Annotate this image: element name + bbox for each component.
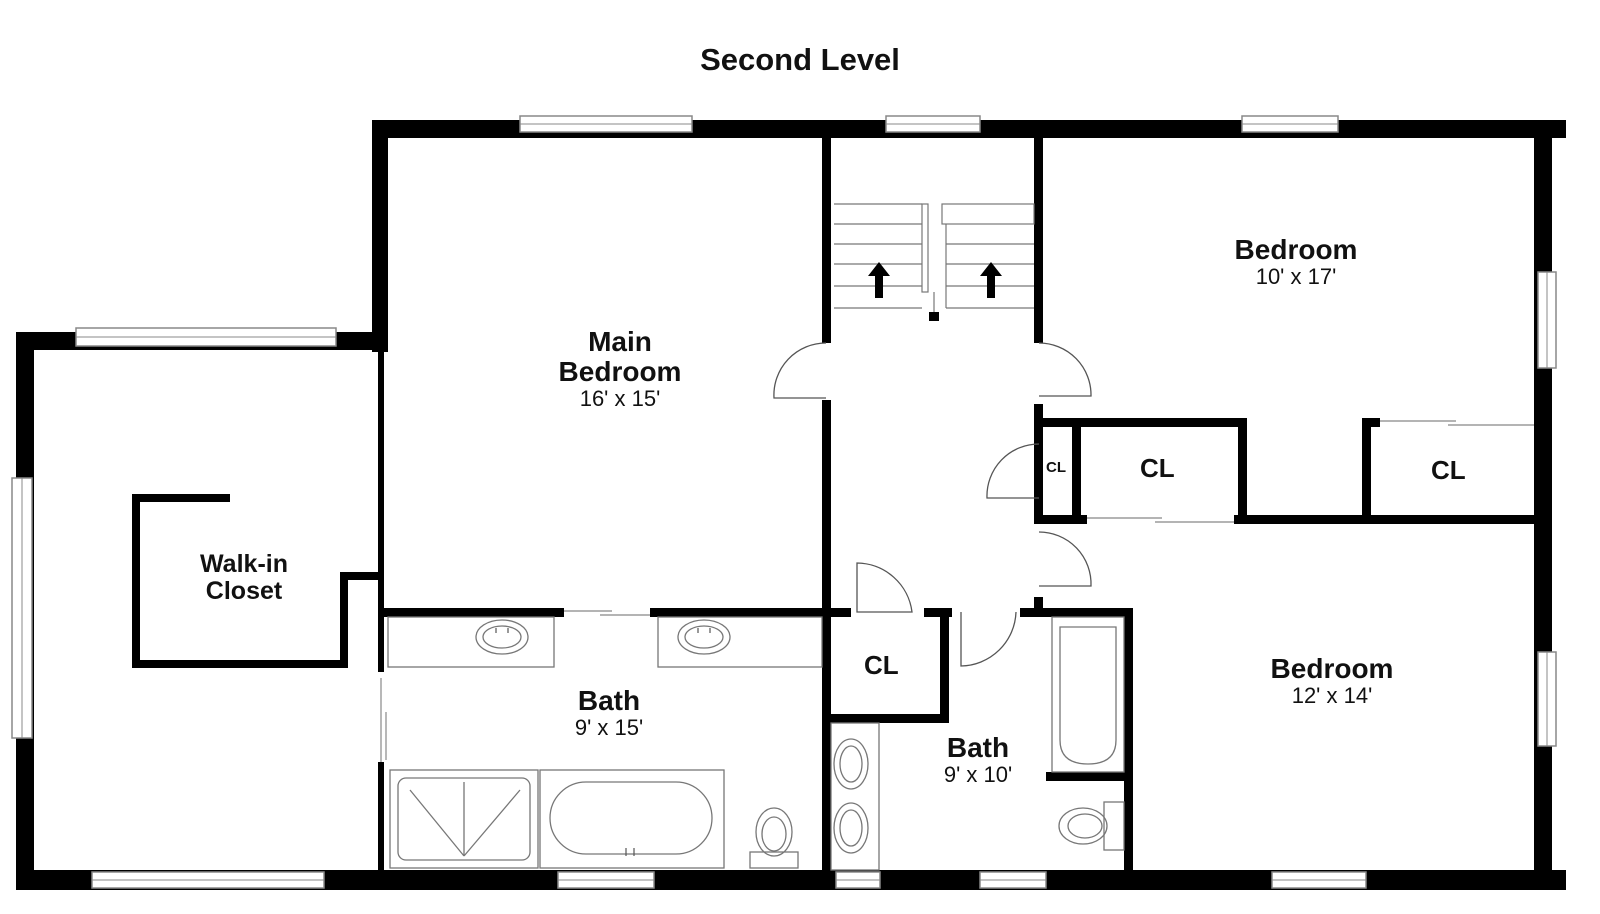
stair-up-arrow-icon <box>868 262 890 298</box>
wall-south <box>16 870 1566 890</box>
wall <box>650 608 830 617</box>
wall <box>1034 138 1043 343</box>
wall <box>1238 418 1247 524</box>
room-dimensions: 9' x 10' <box>943 762 1013 787</box>
room-label-walk-in-closet: Walk-in Closet <box>154 552 334 604</box>
room-label-bedroom: Bedroom 12' x 14' <box>1232 655 1432 707</box>
wall-east <box>1534 120 1552 890</box>
toilet-icon <box>1058 807 1108 845</box>
room-label-bath: Bath 9' x 15' <box>509 687 709 739</box>
closet-label: CL <box>1046 459 1066 476</box>
wall-divider-low <box>378 762 384 870</box>
room-dimensions: 9' x 15' <box>574 715 644 740</box>
wall <box>1043 515 1087 524</box>
room-label-bath: Bath 9' x 10' <box>878 734 1078 786</box>
wall <box>1034 418 1246 427</box>
newel-post <box>929 312 939 321</box>
room-name: Closet <box>205 577 283 605</box>
sink-icon <box>475 619 529 655</box>
room-label-bedroom: Bedroom 10' x 17' <box>1196 236 1396 288</box>
sink-icon <box>677 619 731 655</box>
wall-divider <box>378 352 384 672</box>
room-dimensions: 10' x 17' <box>1255 264 1337 289</box>
toilet-tank <box>1103 801 1125 851</box>
wall <box>1124 608 1133 878</box>
closet-wall <box>132 660 348 668</box>
room-dimensions: 16' x 15' <box>579 386 661 411</box>
wall <box>1020 608 1132 617</box>
wall <box>1034 404 1043 524</box>
wall <box>822 138 831 343</box>
closet-wall <box>132 494 140 668</box>
wall <box>1034 597 1043 611</box>
closet-label: CL <box>1431 455 1466 485</box>
wall <box>822 400 831 890</box>
room-name: Bedroom <box>558 356 682 387</box>
room-name: Bedroom <box>1234 234 1358 265</box>
wall-west-upper <box>372 120 388 352</box>
room-label-main-bedroom: Main Bedroom 16' x 15' <box>520 328 720 410</box>
sink-icon <box>833 802 869 854</box>
wall <box>1046 772 1124 781</box>
closet-wall <box>132 494 230 502</box>
wall <box>831 714 949 723</box>
wall <box>384 608 564 617</box>
room-name: Bedroom <box>1270 653 1394 684</box>
wall <box>1362 418 1380 427</box>
wall <box>1234 515 1534 524</box>
room-name: Bath <box>946 732 1010 763</box>
shower-icon <box>389 769 539 869</box>
vanity <box>387 616 555 668</box>
wall <box>940 608 949 722</box>
toilet-tank <box>749 851 799 869</box>
room-name: Main <box>588 326 652 357</box>
door-swing-icon <box>1038 342 1092 397</box>
vanity <box>830 722 880 871</box>
door-swing-icon <box>1038 531 1092 587</box>
closet-wall <box>340 572 348 668</box>
bathtub-icon <box>1051 616 1125 773</box>
wall <box>1362 418 1371 524</box>
wall <box>1072 418 1081 524</box>
bathtub-icon <box>539 769 725 869</box>
toilet-icon <box>755 807 793 857</box>
door-swing-icon <box>960 611 1017 667</box>
stair-up-arrow-icon <box>980 262 1002 298</box>
door-swing-icon <box>856 562 913 613</box>
page-title: Second Level <box>700 42 900 77</box>
door-swing-icon <box>986 443 1040 499</box>
stairs <box>834 203 1035 316</box>
room-dimensions: 12' x 14' <box>1291 683 1373 708</box>
door-swing-icon <box>773 342 827 399</box>
closet-label: CL <box>1140 453 1175 483</box>
room-name: Bath <box>577 685 641 716</box>
wall <box>831 608 851 617</box>
closet-label: CL <box>864 650 899 680</box>
room-name: Walk-in <box>200 550 288 578</box>
vanity <box>657 616 823 668</box>
sink-icon <box>833 738 869 790</box>
wall <box>924 608 952 617</box>
closet-wall <box>340 572 384 580</box>
